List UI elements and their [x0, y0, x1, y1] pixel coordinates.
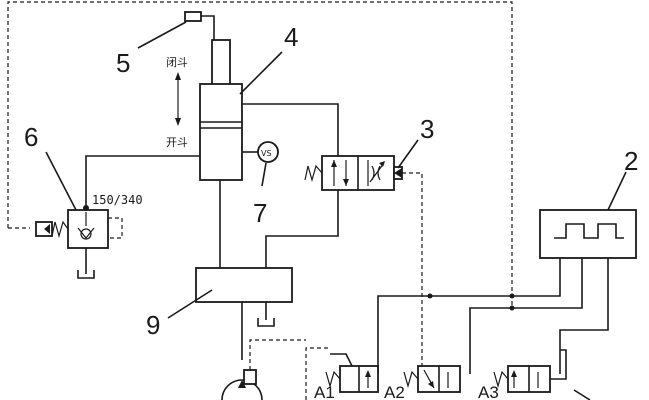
position-sensor [137, 11, 215, 49]
valve3-pilot-line [402, 172, 423, 374]
manifold-block [167, 267, 293, 319]
junction-dot [509, 293, 515, 299]
label-2: 2 [624, 146, 638, 176]
valve-bank [221, 339, 591, 400]
label-5: 5 [116, 48, 130, 78]
vs-gauge-label: VS [261, 149, 272, 158]
close-bucket-label: 闭斗 [166, 56, 188, 69]
label-6: 6 [24, 122, 38, 152]
label-7: 7 [253, 198, 267, 228]
port-a1-label: A1 [314, 383, 335, 400]
port-a3-label: A3 [478, 383, 499, 400]
label-9: 9 [146, 310, 160, 340]
open-bucket-label: 开斗 [166, 136, 188, 149]
junction-dot [509, 305, 515, 311]
hydraulic-cylinder [199, 39, 283, 181]
label-4: 4 [284, 22, 298, 52]
outer-dashed-pilot-line [7, 1, 513, 306]
pressure-valve [35, 151, 123, 279]
port-a2-label: A2 [384, 383, 405, 400]
bucket-direction-arrow [175, 72, 181, 126]
pressure-setting-label: 150/340 [92, 193, 143, 207]
controller [377, 171, 637, 374]
label-3: 3 [420, 114, 434, 144]
vs-gauge [242, 141, 279, 187]
throttle-valve [304, 139, 419, 191]
junction-dot [427, 293, 433, 299]
hydraulic-lines [85, 103, 339, 360]
